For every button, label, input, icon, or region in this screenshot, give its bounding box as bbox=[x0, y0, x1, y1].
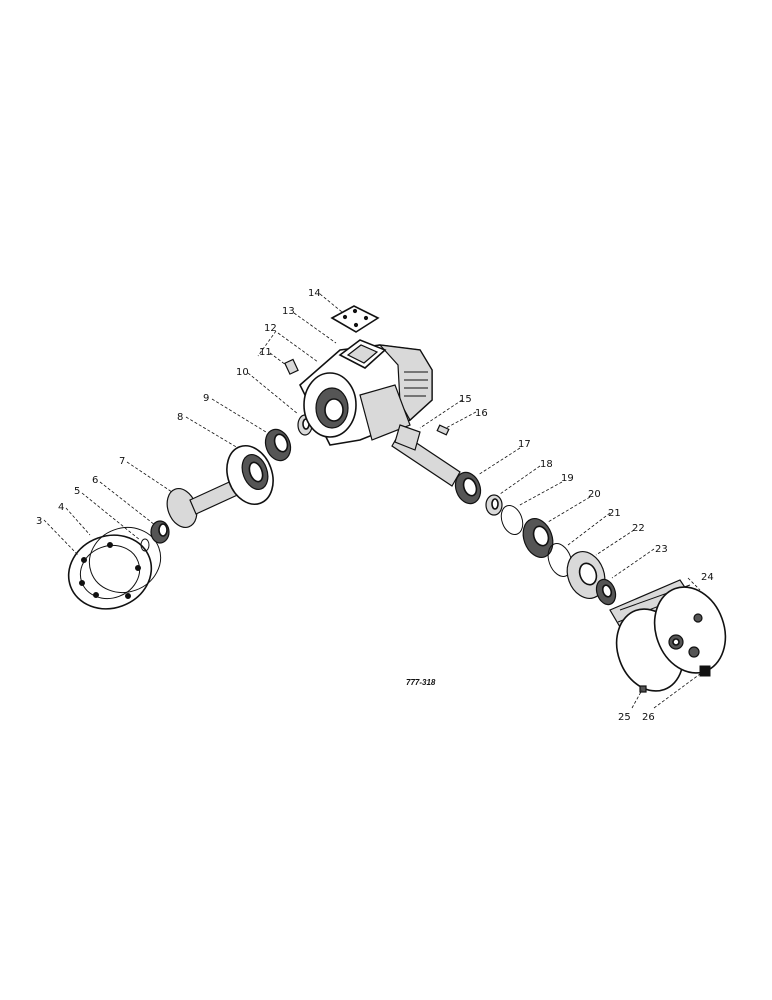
callout-5: 5 bbox=[74, 486, 80, 497]
part-9-bearing bbox=[264, 428, 292, 462]
part-23-seal bbox=[595, 578, 617, 606]
callout-23: 23 bbox=[655, 544, 668, 555]
callout-24: 24 bbox=[701, 572, 714, 583]
callout-15: 15 bbox=[459, 394, 472, 405]
part-22-retainer bbox=[566, 551, 606, 599]
part-14-cover-plate bbox=[330, 305, 380, 333]
callout-16: 16 bbox=[475, 408, 488, 419]
part-16-key bbox=[436, 424, 450, 436]
callout-12: 12 bbox=[264, 323, 277, 334]
callout-14: 14 bbox=[308, 288, 321, 299]
part-17-bearing bbox=[454, 471, 482, 505]
part-15-output-shaft bbox=[391, 424, 461, 487]
part-5-ring bbox=[140, 538, 150, 552]
callout-17: 17 bbox=[518, 439, 531, 450]
part-3-mounting-plate bbox=[67, 534, 153, 610]
callout-3: 3 bbox=[36, 516, 42, 527]
callout-10: 10 bbox=[236, 367, 249, 378]
part-25-fastener bbox=[639, 685, 647, 693]
part-21-snap-ring bbox=[547, 543, 573, 577]
part-13-cover-frame bbox=[338, 339, 387, 369]
part-18-spacer bbox=[485, 494, 503, 516]
callout-20: 20 bbox=[588, 489, 601, 500]
callout-21: 21 bbox=[608, 508, 621, 519]
callout-8: 8 bbox=[177, 412, 183, 423]
part-4-gasket bbox=[88, 527, 162, 593]
callout-labels: 3 4 5 6 7 8 9 10 11 12 13 14 15 16 17 18… bbox=[36, 288, 714, 723]
callout-11: 11 bbox=[259, 347, 272, 358]
callout-9: 9 bbox=[203, 393, 209, 404]
part-8-ring-gear bbox=[226, 445, 274, 505]
callout-22: 22 bbox=[632, 523, 645, 534]
callout-19: 19 bbox=[561, 473, 574, 484]
reference-code: 777-318 bbox=[406, 678, 436, 687]
callout-4: 4 bbox=[58, 502, 64, 513]
callout-6: 6 bbox=[92, 475, 98, 486]
part-20-bearing bbox=[522, 518, 554, 558]
part-26-fastener bbox=[699, 665, 711, 677]
leader-lines bbox=[43, 293, 701, 709]
callout-26: 26 bbox=[642, 712, 655, 723]
callout-25: 25 bbox=[618, 712, 631, 723]
callout-18: 18 bbox=[540, 459, 553, 470]
part-19-snap-ring bbox=[500, 504, 524, 536]
callout-13: 13 bbox=[282, 306, 295, 317]
part-6-bearing bbox=[150, 520, 170, 544]
part-11-plug bbox=[284, 358, 299, 375]
part-24-drum bbox=[609, 579, 727, 692]
callout-7: 7 bbox=[119, 456, 125, 467]
